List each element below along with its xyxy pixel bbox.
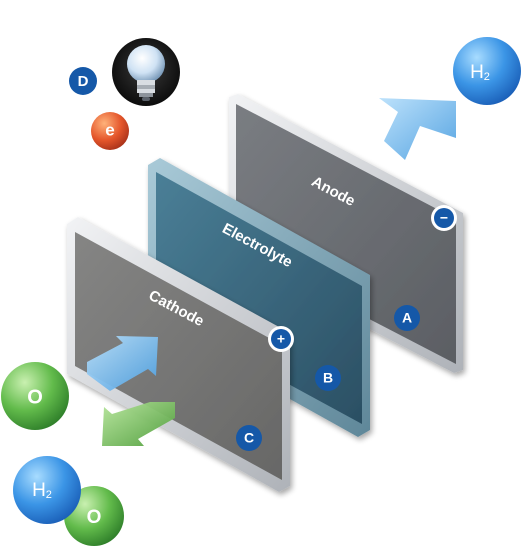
marker-a: A <box>394 305 420 331</box>
arrow-left-water-icon <box>102 402 175 446</box>
arrow-right-icon <box>87 336 158 391</box>
water-hydrogen-molecule: H2 <box>13 456 81 524</box>
svg-text:e: e <box>105 120 114 139</box>
svg-text:A: A <box>402 310 412 326</box>
svg-text:O: O <box>87 507 102 528</box>
hydrogen-molecule-in: H2 <box>453 37 521 105</box>
marker-b: B <box>315 365 341 391</box>
oxygen-molecule-in: O <box>1 362 69 430</box>
arrow-left-icon <box>379 98 456 160</box>
electrolyte-plate <box>148 158 370 437</box>
cathode-positive-terminal: + <box>268 326 294 352</box>
svg-text:B: B <box>323 370 333 386</box>
lightbulb-icon <box>112 38 180 106</box>
anode-plate <box>229 94 463 373</box>
svg-text:D: D <box>78 73 89 90</box>
svg-text:C: C <box>244 430 254 446</box>
svg-text:H2: H2 <box>470 62 490 83</box>
cathode-plate <box>67 217 290 492</box>
anode-negative-terminal: − <box>431 205 457 231</box>
svg-text:+: + <box>277 331 285 347</box>
electron-particle: e <box>91 112 129 150</box>
svg-text:O: O <box>27 386 43 408</box>
svg-text:−: − <box>440 210 448 226</box>
svg-text:H2: H2 <box>32 480 52 501</box>
load-badge-d: D <box>69 67 97 95</box>
marker-c: C <box>236 425 262 451</box>
